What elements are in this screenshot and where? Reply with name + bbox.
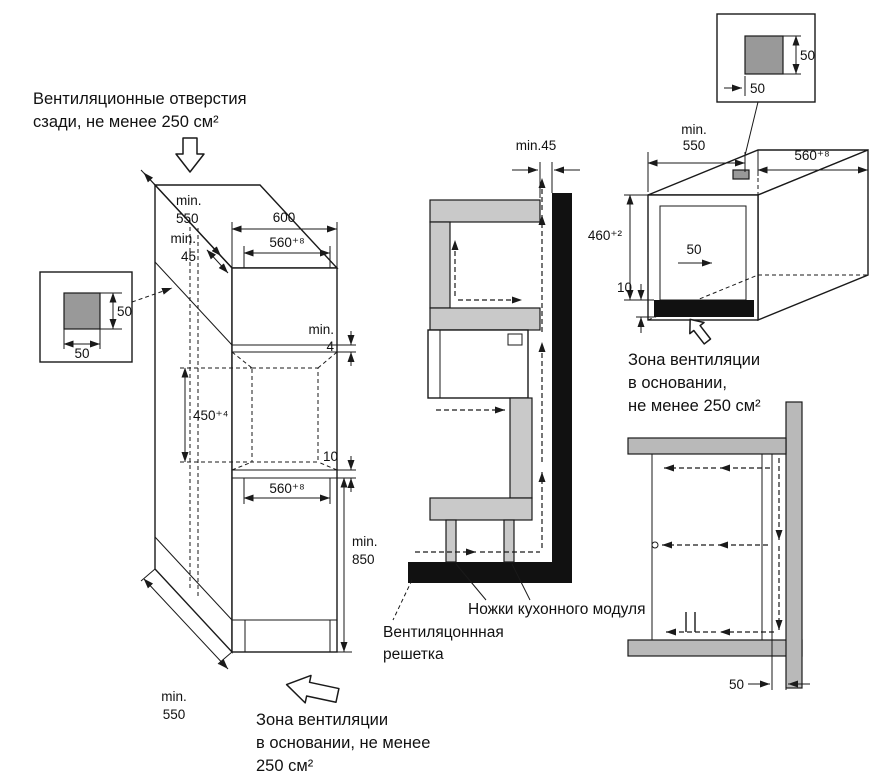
dim-depth-bottom-min: min. [161, 689, 187, 704]
base-vent-slot [654, 300, 754, 317]
dim-depth-top-val: 550 [176, 211, 199, 226]
detail-box-vent-hole-right: 50 50 [716, 13, 816, 173]
dim-height: 460⁺² [588, 228, 623, 243]
label-cabinet-legs: Ножки кухонного модуля [468, 601, 645, 618]
up-left-arrow-icon [689, 318, 712, 345]
detail-box-vent-hole-left: 50 50 [39, 271, 173, 363]
wall-bar [785, 401, 803, 689]
wall-section [552, 193, 572, 583]
dim-gap45-val: 45 [181, 249, 196, 264]
dim-base-wall-gap: 50 [729, 640, 810, 692]
airflow-arrows-base [662, 458, 783, 636]
grille-leader [392, 579, 413, 621]
dim-depth-min: min. [681, 122, 707, 137]
flow-origin-mark [651, 541, 659, 549]
dim-wall-gap-label: min.45 [516, 138, 557, 153]
note-rear-vent-line2: сзади, не менее 250 см² [33, 113, 219, 131]
dim-gap45-min: min. [170, 231, 196, 246]
note-base-vent-line1: Зона вентиляции [256, 711, 388, 729]
note-right-base-vent-line1: Зона вентиляции [628, 351, 760, 369]
dim-niche-height: 450⁺⁴ [193, 408, 229, 423]
dim-niche-width-mid: 560⁺⁸ [269, 481, 304, 496]
dim-width-600: 600 [273, 210, 296, 225]
down-arrow-icon [175, 137, 205, 173]
dim-wall-gap: min.45 [512, 138, 580, 198]
dim-hole-offset: 50 [686, 242, 701, 257]
oven-section [427, 329, 529, 399]
countertop-bar [627, 437, 787, 455]
dim-floor-height-min: min. [352, 534, 378, 549]
dim-hole-height: 50 [117, 304, 132, 319]
top-vent-hole [732, 169, 750, 180]
vent-hole-square [744, 35, 784, 75]
note-base-vent-line3: 250 см² [256, 757, 314, 775]
left-dimensions: min. 550 600 min. 45 560⁺⁸ min. 4 [140, 169, 378, 722]
figure-right-base-section: 50 [627, 401, 810, 692]
figure-right-niche: 50 50 min. 550 560⁺⁸ [588, 13, 869, 415]
vent-hole-square [63, 292, 101, 330]
dim-hole-height: 50 [800, 48, 815, 63]
dim-depth-bottom-val: 550 [163, 707, 186, 722]
note-base-vent-line2: в основании, не менее [256, 734, 430, 752]
floor-bar [627, 639, 803, 657]
dim-gap4-val: 4 [326, 339, 334, 354]
figure-middle-cross-section: min.45 Ножки кухонного модуля Вентиляцон… [383, 138, 645, 663]
base-cabinet-outline [651, 453, 773, 641]
legs-leader [455, 563, 487, 601]
note-rear-vent-line1: Вентиляционные отверстия [33, 90, 247, 108]
dim-base-gap: 10 [617, 280, 632, 295]
cabinet-section [427, 199, 541, 563]
dim-hole-width: 50 [74, 346, 89, 361]
right-niche-dimensions: min. 550 560⁺⁸ 460⁺² 50 10 [588, 122, 869, 333]
figure-left-tall-cabinet: Вентиляционные отверстия сзади, не менее… [33, 90, 430, 775]
cabinet-leg [503, 519, 515, 563]
detail-leader [131, 287, 173, 303]
label-vent-grille-line1: Вентиляцоннная [383, 624, 504, 641]
floor-strip [408, 562, 572, 583]
dim-gap4-min: min. [308, 322, 334, 337]
dim-depth-val: 550 [683, 138, 706, 153]
dim-depth-top-min: min. [176, 193, 202, 208]
note-right-base-vent-line2: в основании, [628, 374, 727, 392]
dim-base-wall-gap-label: 50 [729, 677, 744, 692]
dim-niche-width-top: 560⁺⁸ [269, 235, 304, 250]
note-right-base-vent-line3: не менее 250 см² [628, 397, 761, 415]
label-vent-grille-line2: решетка [383, 646, 444, 663]
cabinet-isometric [153, 183, 339, 654]
airflow-arrows [415, 178, 546, 556]
dim-gap10: 10 [323, 449, 338, 464]
dim-hole-width: 50 [750, 81, 765, 96]
legs-leader [511, 563, 531, 601]
cabinet-leg [445, 519, 457, 563]
dim-width: 560⁺⁸ [794, 148, 829, 163]
left-arrow-icon [285, 674, 340, 704]
dim-floor-height-val: 850 [352, 552, 375, 567]
